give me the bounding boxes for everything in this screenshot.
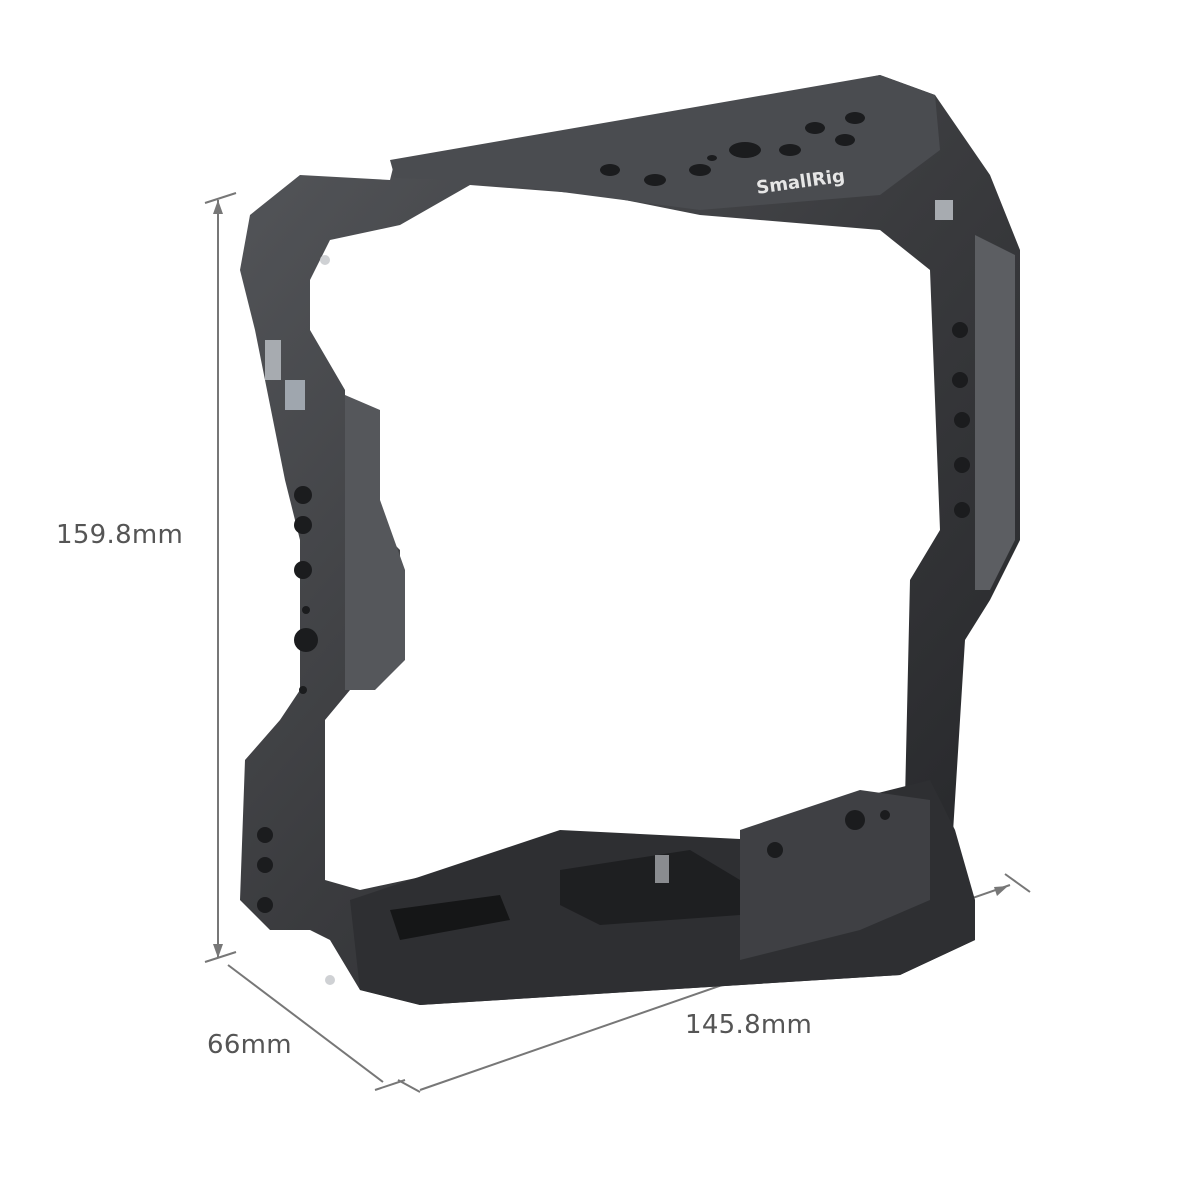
width-dimension-label: 145.8mm: [685, 1010, 813, 1040]
mounting-holes: [257, 112, 970, 913]
height-dimension-label: 159.8mm: [56, 520, 184, 550]
depth-dimension-label: 66mm: [207, 1030, 292, 1060]
camera-cage: [240, 75, 1020, 1005]
screw-icon: [655, 855, 669, 883]
